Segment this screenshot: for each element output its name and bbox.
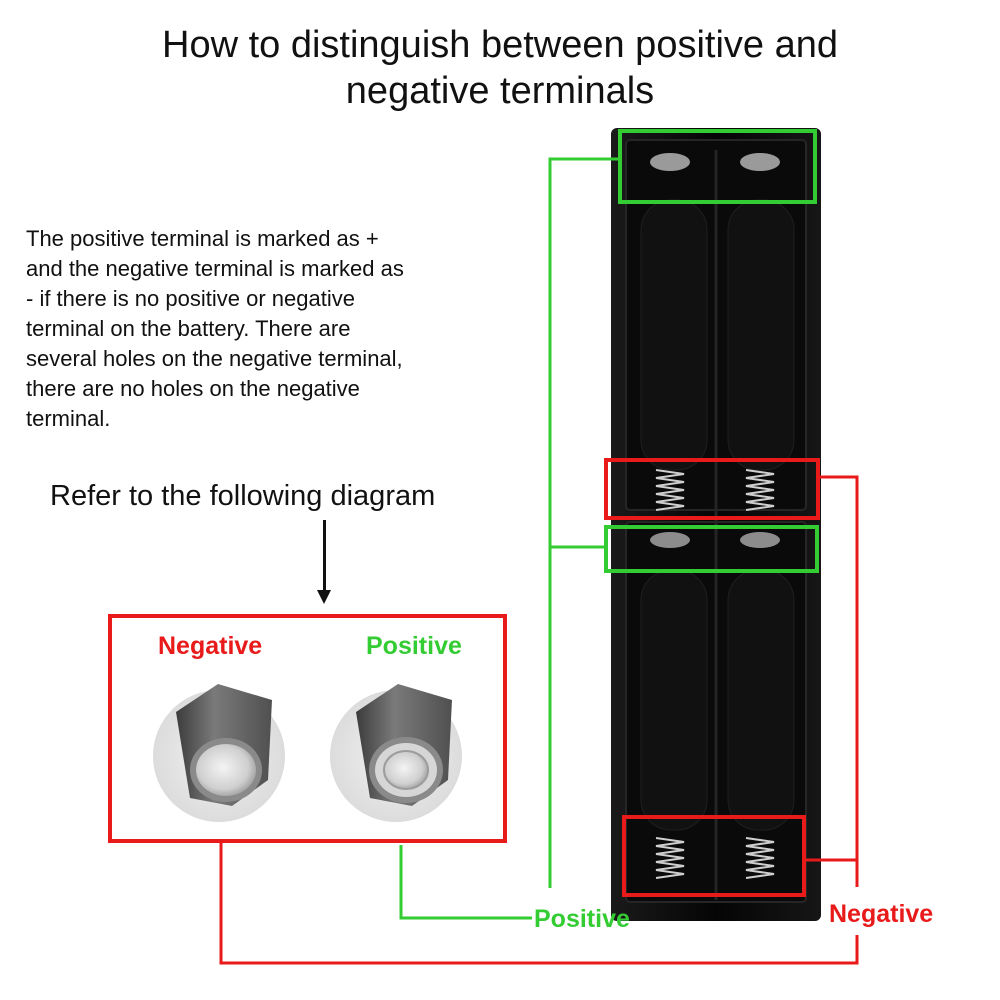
negative-connector-lines	[219, 475, 859, 965]
negative-label: Negative	[158, 632, 263, 660]
negative-callout-label: Negative	[829, 900, 934, 928]
description-line-5: several holes on the negative terminal,	[26, 346, 403, 371]
description-line-7: terminal.	[26, 406, 111, 431]
positive-label: Positive	[366, 632, 462, 660]
description-text: The positive terminal is marked as + and…	[26, 224, 536, 434]
negative-springs-bottom-box	[622, 815, 806, 897]
page-title: How to distinguish between positive and …	[0, 22, 1000, 114]
description-line-3: - if there is no positive or negative	[26, 286, 355, 311]
title-line-1: How to distinguish between positive and	[162, 24, 838, 66]
description-line-6: there are no holes on the negative	[26, 376, 360, 401]
battery-holder	[611, 128, 821, 921]
down-arrow-shaft	[323, 520, 326, 592]
refer-text: Refer to the following diagram	[50, 480, 436, 512]
positive-terminal-photo	[330, 684, 462, 822]
title-line-2: negative terminals	[345, 70, 655, 112]
description-line-1: The positive terminal is marked as +	[26, 226, 379, 251]
positive-connector-lines	[399, 157, 620, 920]
description-line-2: and the negative terminal is marked as	[26, 256, 404, 281]
positive-contacts-middle-box	[604, 525, 819, 573]
negative-springs-middle-box	[604, 458, 820, 520]
positive-contacts-top-box	[618, 129, 817, 204]
positive-callout-label: Positive	[534, 905, 630, 933]
down-arrow-icon	[317, 590, 331, 604]
negative-terminal-photo	[153, 684, 285, 822]
description-line-4: terminal on the battery. There are	[26, 316, 351, 341]
